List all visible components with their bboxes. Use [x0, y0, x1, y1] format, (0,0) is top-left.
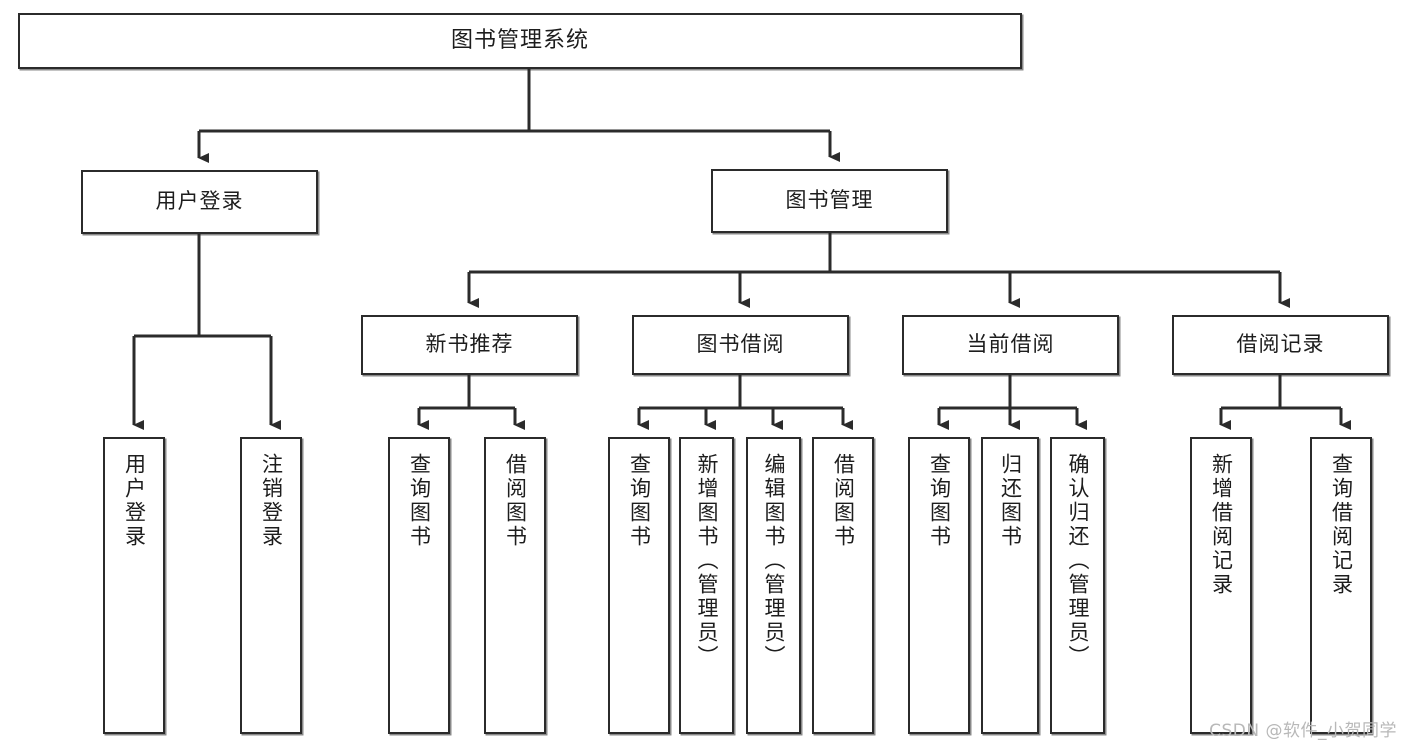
node-leaf-query-borrow-record[interactable]: 查询借阅记录	[1310, 437, 1372, 734]
node-leaf-query-book-1[interactable]: 查询图书	[388, 437, 450, 734]
node-book-borrow[interactable]: 图书借阅	[632, 315, 849, 375]
node-leaf-borrow-book-1[interactable]: 借阅图书	[484, 437, 546, 734]
node-leaf-borrow-book-1-label: 借阅图书	[503, 453, 528, 549]
node-book-manage-label: 图书管理	[785, 188, 874, 213]
node-leaf-query-book-3-label: 查询图书	[927, 453, 952, 549]
node-leaf-logout-login-label: 注销登录	[259, 453, 284, 549]
node-leaf-borrow-book-2[interactable]: 借阅图书	[812, 437, 874, 734]
node-leaf-confirm-return-admin[interactable]: 确认归还（管理员）	[1050, 437, 1105, 734]
node-leaf-add-borrow-record[interactable]: 新增借阅记录	[1190, 437, 1252, 734]
node-user-login-label: 用户登录	[155, 189, 244, 214]
node-leaf-add-borrow-record-label: 新增借阅记录	[1209, 453, 1234, 597]
node-leaf-borrow-book-2-label: 借阅图书	[831, 453, 856, 549]
node-leaf-add-book-admin-label: 新增图书（管理员）	[694, 453, 719, 669]
node-current-borrow[interactable]: 当前借阅	[902, 315, 1119, 375]
node-leaf-query-borrow-record-label: 查询借阅记录	[1329, 453, 1354, 597]
node-leaf-logout-login[interactable]: 注销登录	[240, 437, 302, 734]
node-leaf-query-book-1-label: 查询图书	[407, 453, 432, 549]
node-leaf-confirm-return-admin-label: 确认归还（管理员）	[1065, 453, 1090, 669]
node-leaf-return-book[interactable]: 归还图书	[981, 437, 1039, 734]
node-new-book-recommend[interactable]: 新书推荐	[361, 315, 578, 375]
node-leaf-edit-book-admin[interactable]: 编辑图书（管理员）	[746, 437, 801, 734]
watermark-text: CSDN @软件_小贺同学	[1209, 721, 1397, 741]
node-leaf-return-book-label: 归还图书	[998, 453, 1023, 549]
node-leaf-query-book-2[interactable]: 查询图书	[608, 437, 670, 734]
node-leaf-user-login-label: 用户登录	[122, 453, 147, 549]
node-leaf-query-book-2-label: 查询图书	[627, 453, 652, 549]
node-book-manage[interactable]: 图书管理	[711, 169, 948, 233]
node-leaf-edit-book-admin-label: 编辑图书（管理员）	[761, 453, 786, 669]
node-current-borrow-label: 当前借阅	[966, 332, 1055, 357]
node-new-book-recommend-label: 新书推荐	[425, 332, 514, 357]
node-book-borrow-label: 图书借阅	[696, 332, 785, 357]
node-leaf-query-book-3[interactable]: 查询图书	[908, 437, 970, 734]
node-root-label: 图书管理系统	[450, 27, 589, 53]
node-leaf-add-book-admin[interactable]: 新增图书（管理员）	[679, 437, 734, 734]
node-user-login[interactable]: 用户登录	[81, 170, 318, 234]
node-leaf-user-login[interactable]: 用户登录	[103, 437, 165, 734]
node-borrow-record[interactable]: 借阅记录	[1172, 315, 1389, 375]
node-root[interactable]: 图书管理系统	[18, 13, 1022, 69]
node-borrow-record-label: 借阅记录	[1236, 332, 1325, 357]
